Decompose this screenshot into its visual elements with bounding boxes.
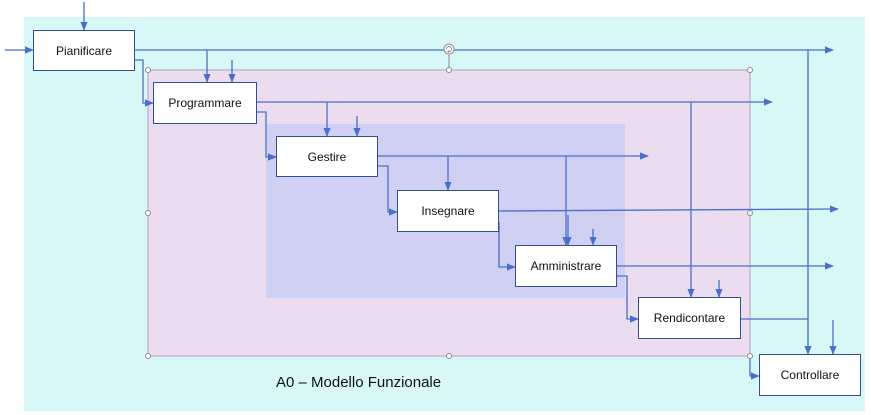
diagram-caption: A0 – Modello Funzionale [276, 374, 442, 391]
connector [135, 59, 154, 107]
box-programmare[interactable]: Programmare [153, 82, 257, 124]
box-pianificare[interactable]: Pianificare [33, 30, 135, 71]
connector [749, 356, 760, 380]
selection-handle-top-middle[interactable] [446, 67, 452, 73]
connector [498, 205, 839, 213]
selection-handle-bottom-right[interactable] [747, 353, 753, 359]
box-label: Controllare [780, 368, 840, 382]
selection-handle-middle-left[interactable] [145, 210, 151, 216]
box-controllare[interactable]: Controllare [759, 354, 861, 396]
box-label: Amministrare [530, 259, 602, 273]
selection-handle-bottom-left[interactable] [145, 353, 151, 359]
connector [257, 111, 277, 161]
selection-handle-middle-right[interactable] [747, 210, 753, 216]
box-amministrare[interactable]: Amministrare [515, 245, 617, 287]
box-insegnare[interactable]: Insegnare [397, 190, 499, 232]
selection-handle-bottom-middle[interactable] [446, 353, 452, 359]
connector [378, 165, 398, 216]
connector [498, 222, 516, 271]
selection-handle-top-left[interactable] [145, 67, 151, 73]
connectors [5, 2, 839, 380]
box-label: Gestire [307, 149, 347, 164]
box-label: Rendicontare [653, 311, 726, 325]
box-label: Programmare [168, 96, 242, 110]
box-label: Pianificare [55, 43, 113, 58]
box-label: Insegnare [421, 204, 475, 218]
rotate-handle-icon[interactable] [443, 43, 455, 55]
box-rendicontare[interactable]: Rendicontare [638, 297, 741, 339]
connector [617, 275, 639, 323]
box-gestire[interactable]: Gestire [276, 136, 378, 177]
selection-handle-top-right[interactable] [747, 67, 753, 73]
